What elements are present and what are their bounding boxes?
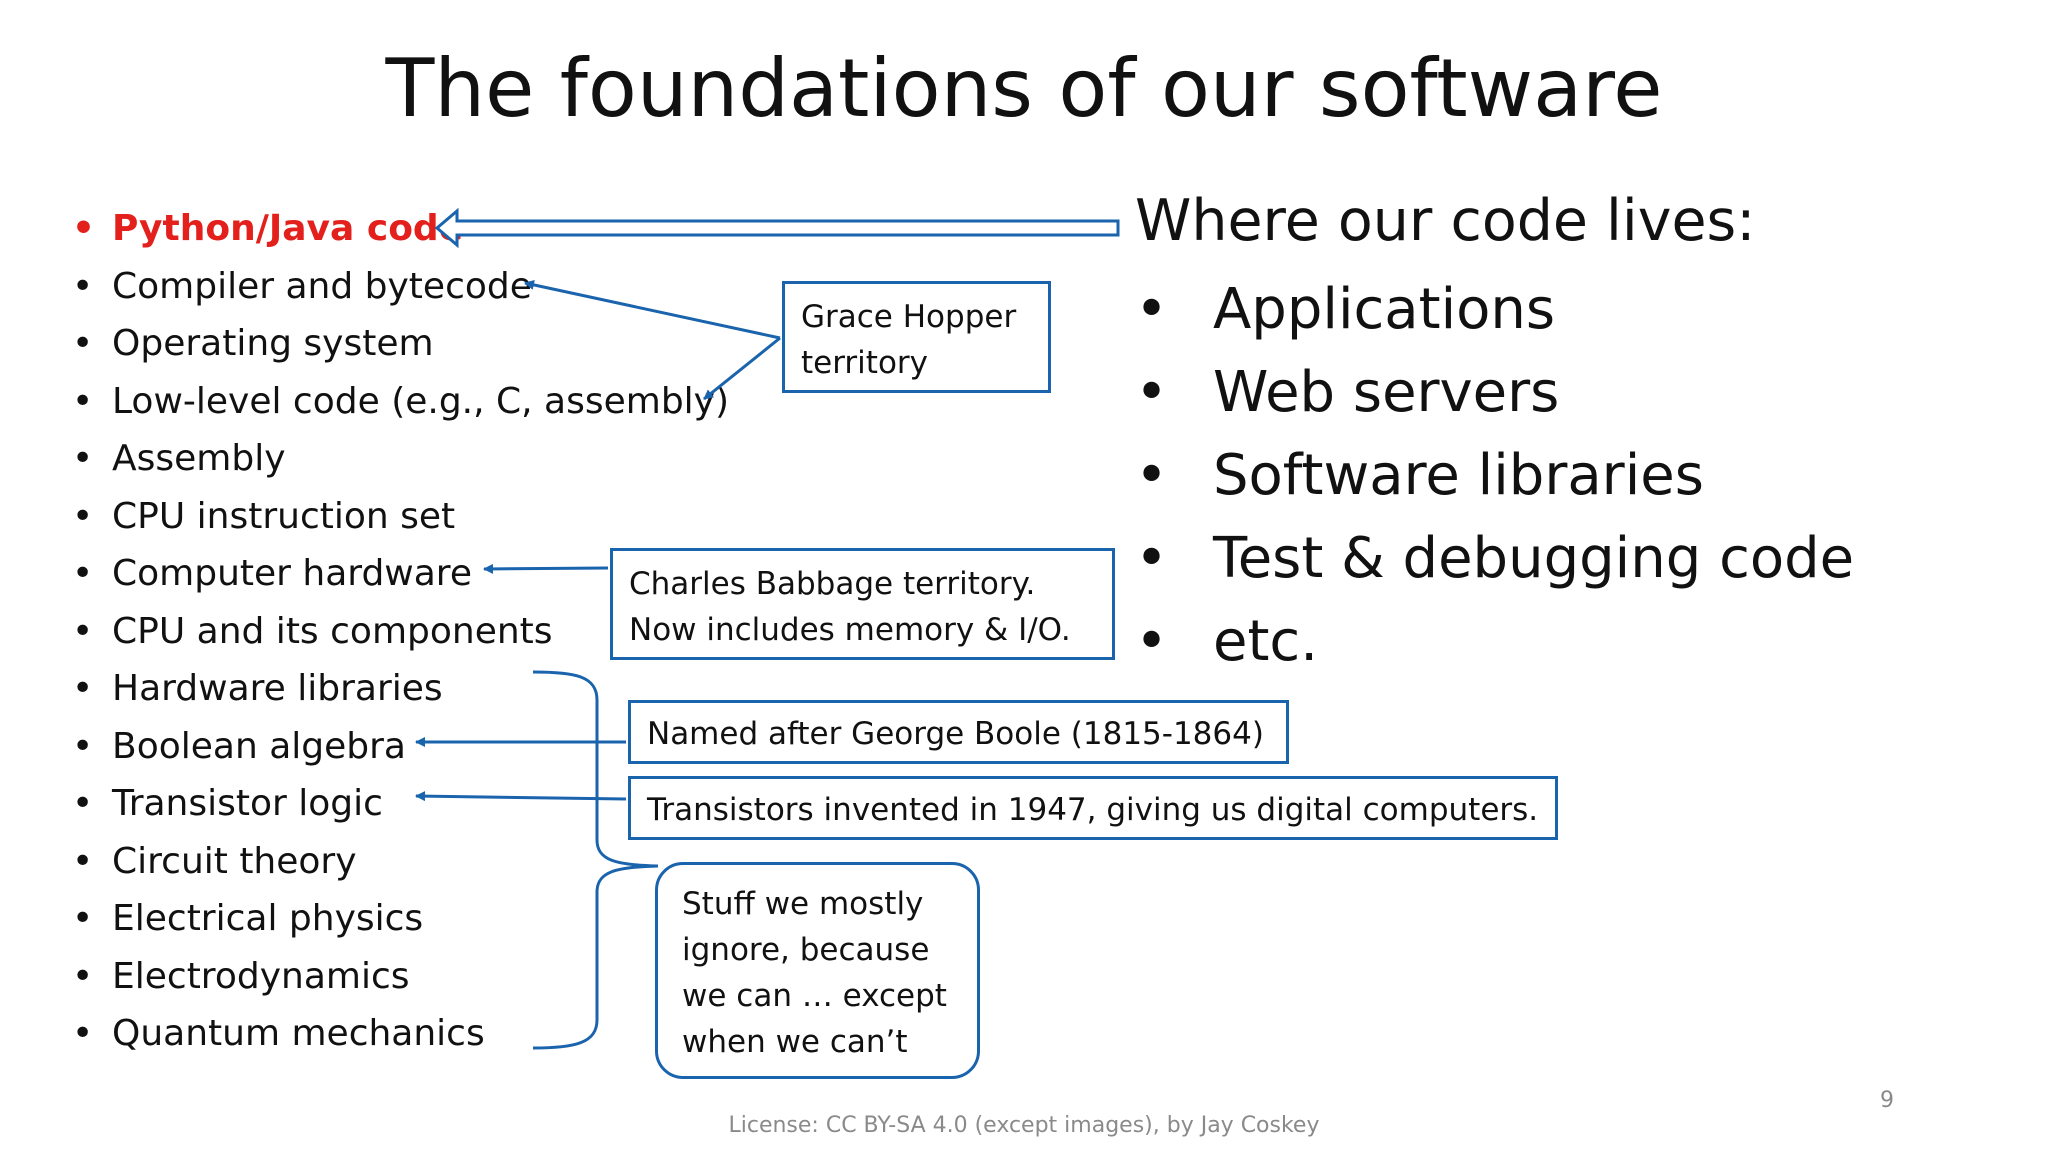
stack-item-cpu-instruction-set: CPU instruction set bbox=[72, 488, 729, 546]
where-item-test-debugging: Test & debugging code bbox=[1135, 517, 1854, 600]
callout-babbage-line-1: Charles Babbage territory. bbox=[629, 566, 1036, 602]
brace-ignored-layers bbox=[532, 670, 659, 1050]
stack-item-transistor-logic: Transistor logic bbox=[72, 775, 729, 833]
callout-ignore-line-1: Stuff we mostly bbox=[682, 886, 924, 922]
where-item-software-libraries: Software libraries bbox=[1135, 434, 1854, 517]
callout-babbage-line-2: Now includes memory & I/O. bbox=[629, 612, 1071, 648]
callout-hopper-line-1: Grace Hopper bbox=[801, 299, 1017, 335]
stack-item-hardware-libraries: Hardware libraries bbox=[72, 660, 729, 718]
stack-item-electrodynamics: Electrodynamics bbox=[72, 948, 729, 1006]
stack-item-quantum-mechanics: Quantum mechanics bbox=[72, 1005, 729, 1063]
callout-george-boole: Named after George Boole (1815-1864) bbox=[628, 700, 1289, 764]
where-code-lives-list: Applications Web servers Software librar… bbox=[1135, 268, 1854, 683]
where-code-lives-heading: Where our code lives: bbox=[1135, 188, 1756, 254]
callout-transistors-text: Transistors invented in 1947, giving us … bbox=[647, 792, 1539, 828]
callout-ignore-line-2: ignore, because bbox=[682, 932, 930, 968]
stack-item-boolean-algebra: Boolean algebra bbox=[72, 718, 729, 776]
stack-item-cpu-components: CPU and its components bbox=[72, 603, 729, 661]
stack-item-circuit-theory: Circuit theory bbox=[72, 833, 729, 891]
page-number: 9 bbox=[1880, 1088, 1894, 1113]
callout-grace-hopper: Grace Hopper territory bbox=[782, 281, 1051, 393]
where-item-etc: etc. bbox=[1135, 600, 1854, 683]
stack-item-operating-system: Operating system bbox=[72, 315, 729, 373]
software-stack-list: Python/Java code Compiler and bytecode O… bbox=[72, 200, 729, 1063]
stack-item-electrical-physics: Electrical physics bbox=[72, 890, 729, 948]
callout-charles-babbage: Charles Babbage territory. Now includes … bbox=[610, 548, 1115, 660]
stack-item-low-level-code: Low-level code (e.g., C, assembly) bbox=[72, 373, 729, 431]
where-item-web-servers: Web servers bbox=[1135, 351, 1854, 434]
arrow-transistor-logic bbox=[415, 791, 627, 802]
block-arrow-python bbox=[434, 207, 1120, 249]
stack-item-assembly: Assembly bbox=[72, 430, 729, 488]
callout-transistors: Transistors invented in 1947, giving us … bbox=[628, 776, 1558, 840]
stack-item-python-java: Python/Java code bbox=[72, 200, 729, 258]
callout-ignore-line-4: when we can’t bbox=[682, 1024, 908, 1060]
arrow-babbage-hardware bbox=[483, 563, 609, 574]
callout-boole-text: Named after George Boole (1815-1864) bbox=[647, 716, 1264, 752]
where-item-applications: Applications bbox=[1135, 268, 1854, 351]
slide-title: The foundations of our software bbox=[385, 42, 1663, 135]
arrow-hopper-compiler bbox=[524, 280, 781, 340]
stack-item-compiler: Compiler and bytecode bbox=[72, 258, 729, 316]
license-footer: License: CC BY-SA 4.0 (except images), b… bbox=[728, 1113, 1320, 1138]
callout-hopper-line-2: territory bbox=[801, 345, 928, 381]
callout-ignored-layers: Stuff we mostly ignore, because we can …… bbox=[655, 862, 980, 1079]
stack-item-computer-hardware: Computer hardware bbox=[72, 545, 729, 603]
callout-ignore-line-3: we can … except bbox=[682, 978, 947, 1014]
arrow-hopper-low-level bbox=[703, 336, 781, 401]
